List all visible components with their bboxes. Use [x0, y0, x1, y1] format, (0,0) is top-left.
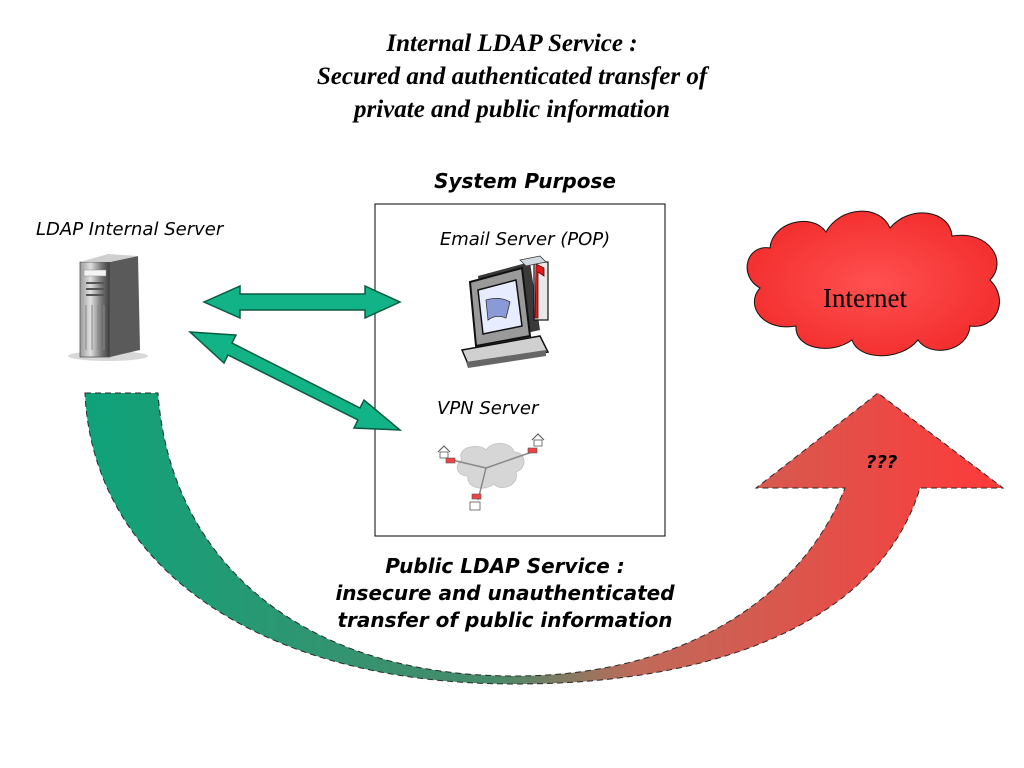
email-server-label: Email Server (POP): [439, 229, 611, 250]
ldap-vpn-double-arrow: [187, 331, 403, 431]
public-service-line1: Public LDAP Service :: [385, 554, 625, 578]
system-purpose-box: [374, 203, 666, 537]
vpn-server-label: VPN Server: [437, 398, 539, 419]
internet-label: Internet: [823, 283, 907, 313]
public-service-text: Public LDAP Service : insecure and unaut…: [300, 553, 710, 634]
public-service-line3: transfer of public information: [337, 608, 673, 632]
ldap-server-label: LDAP Internal Server: [36, 219, 224, 240]
system-purpose-title: System Purpose: [434, 169, 616, 193]
vpn-network-icon: [437, 433, 545, 511]
public-service-line2: insecure and unauthenticated: [335, 581, 675, 605]
header-title-line3: private and public information: [353, 96, 670, 123]
header-title-line1: Internal LDAP Service :: [386, 30, 638, 57]
public-service-curved-arrow: [84, 392, 1005, 685]
ldap-email-double-arrow: [202, 284, 402, 320]
header-title-line2: Secured and authenticated transfer of: [316, 63, 708, 90]
email-computer-icon: [460, 255, 550, 368]
server-tower-icon: [68, 254, 148, 361]
unknown-marker: ???: [866, 452, 898, 473]
internet-cloud: [746, 210, 1000, 357]
